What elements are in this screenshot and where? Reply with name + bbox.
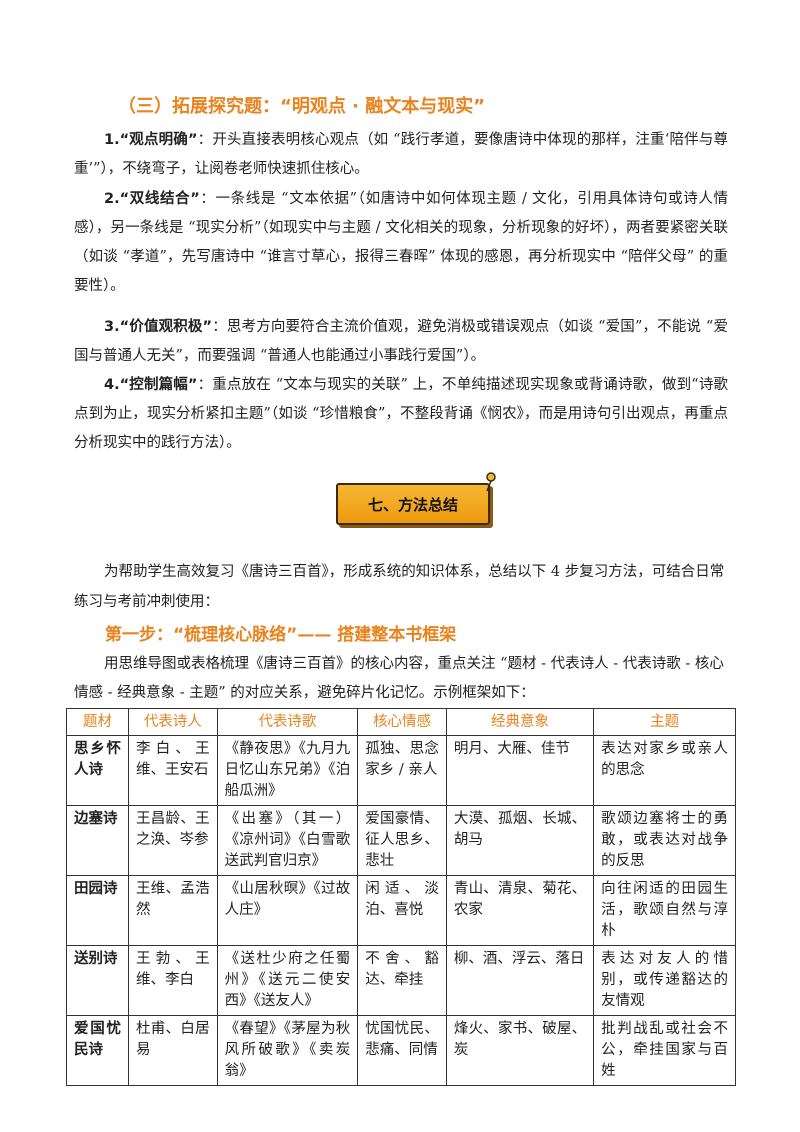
table-cell: 孤独、思念家乡 / 亲人	[357, 735, 447, 806]
point-text: ：开头直接表明核心观点（如 “践行孝道，要像唐诗中体现的那样，注重‘陪伴与尊重’…	[74, 132, 728, 177]
table-cell: 表达对友人的惜别，或传递豁达的友情观	[593, 945, 736, 1016]
table-cell: 王昌龄、王之涣、岑参	[128, 805, 218, 876]
header-cell: 代表诗人	[128, 708, 218, 736]
table-cell: 大漠、孤烟、长城、胡马	[445, 805, 595, 876]
point-3: 3.“价值观积极”：思考方向要符合主流价值观，避免消极或错误观点（如谈 “爱国”…	[74, 313, 728, 371]
header-cell: 代表诗歌	[216, 708, 359, 736]
table-cell: 《送杜少府之任蜀州》《送元二使安西》《送友人》	[216, 945, 359, 1016]
table-row: 边塞诗 王昌龄、王之涣、岑参 《出塞》（其一）《凉州词》《白雪歌送武判官归京》 …	[65, 805, 736, 876]
table-cell: 田园诗	[65, 875, 130, 946]
table-cell: 柳、酒、浮云、落日	[445, 945, 595, 1016]
header-cell: 核心情感	[357, 708, 447, 736]
table-row: 送别诗 王勃、王维、李白 《送杜少府之任蜀州》《送元二使安西》《送友人》 不舍、…	[65, 945, 736, 1016]
framework-table: 题材 代表诗人 代表诗歌 核心情感 经典意象 主题 思乡怀人诗 李白、王维、王安…	[65, 708, 736, 1086]
table-cell: 青山、清泉、菊花、农家	[445, 875, 595, 946]
table-cell: 表达对家乡或亲人的思念	[593, 735, 736, 806]
table-row: 田园诗 王维、孟浩然 《山居秋暝》《过故人庄》 闲适、淡泊、喜悦 青山、清泉、菊…	[65, 875, 736, 946]
table-cell: 王勃、王维、李白	[128, 945, 218, 1016]
table-cell: 《春望》《茅屋为秋风所破歌》《卖炭翁》	[216, 1015, 359, 1086]
header-cell: 经典意象	[445, 708, 595, 736]
table-cell: 边塞诗	[65, 805, 130, 876]
point-text: ：重点放在 “文本与现实的关联” 上，不单纯描述现实现象或背诵诗歌，做到“诗歌点…	[74, 377, 728, 451]
table-cell: 向往闲适的田园生活，歌颂自然与淳朴	[593, 875, 736, 946]
table-cell: 王维、孟浩然	[128, 875, 218, 946]
step-description: 用思维导图或表格梳理《唐诗三百首》的核心内容，重点关注 “题材 - 代表诗人 -…	[74, 656, 724, 701]
table-cell: 闲适、淡泊、喜悦	[357, 875, 447, 946]
header-cell: 主题	[593, 708, 736, 736]
point-lead: 3.“价值观积极”	[104, 319, 213, 335]
point-text: ：一条线是 “文本依据”（如唐诗中如何体现主题 / 文化，引用具体诗句或诗人情感…	[74, 191, 728, 294]
table-cell: 爱国豪情、征人思乡、悲壮	[357, 805, 447, 876]
table-cell: 思乡怀人诗	[65, 735, 130, 806]
point-text: ：思考方向要符合主流价值观，避免消极或错误观点（如谈 “爱国”，不能说 “爱国与…	[74, 319, 728, 364]
table-row: 爱国忧民诗 杜甫、白居易 《春望》《茅屋为秋风所破歌》《卖炭翁》 忧国忧民、悲痛…	[65, 1015, 736, 1086]
table-cell: 《静夜思》《九月九日忆山东兄弟》《泊船瓜洲》	[216, 735, 359, 806]
table-cell: 明月、大雁、佳节	[445, 735, 595, 806]
table-header-row: 题材 代表诗人 代表诗歌 核心情感 经典意象 主题	[65, 708, 736, 736]
table-cell: 烽火、家书、破屋、炭	[445, 1015, 595, 1086]
point-1: 1.“观点明确”：开头直接表明核心观点（如 “践行孝道，要像唐诗中体现的那样，注…	[74, 126, 728, 184]
banner-label: 七、方法总结	[336, 483, 490, 525]
table-cell: 歌颂边塞将士的勇敢，或表达对战争的反思	[593, 805, 736, 876]
point-4: 4.“控制篇幅”：重点放在 “文本与现实的关联” 上，不单纯描述现实现象或背诵诗…	[74, 371, 728, 458]
section-banner: 七、方法总结	[336, 472, 496, 525]
table-cell: 忧国忧民、悲痛、同情	[357, 1015, 447, 1086]
section-heading: （三）拓展探究题：“明观点 · 融文本与现实”	[118, 96, 486, 117]
point-2: 2.“双线结合”：一条线是 “文本依据”（如唐诗中如何体现主题 / 文化，引用具…	[74, 185, 728, 301]
header-cell: 题材	[65, 708, 130, 736]
table-cell: 《出塞》（其一）《凉州词》《白雪歌送武判官归京》	[216, 805, 359, 876]
table-cell: 《山居秋暝》《过故人庄》	[216, 875, 359, 946]
pushpin-icon	[486, 472, 496, 492]
table-cell: 杜甫、白居易	[128, 1015, 218, 1086]
step-heading: 第一步：“梳理核心脉络”—— 搭建整本书框架	[105, 625, 457, 645]
point-lead: 4.“控制篇幅”	[104, 377, 198, 393]
table-cell: 不舍、豁达、牵挂	[357, 945, 447, 1016]
table-cell: 爱国忧民诗	[65, 1015, 130, 1086]
table-cell: 李白、王维、王安石	[128, 735, 218, 806]
table-row: 思乡怀人诗 李白、王维、王安石 《静夜思》《九月九日忆山东兄弟》《泊船瓜洲》 孤…	[65, 735, 736, 806]
point-lead: 2.“双线结合”	[104, 191, 200, 207]
intro-paragraph: 为帮助学生高效复习《唐诗三百首》，形成系统的知识体系，总结以下 4 步复习方法，…	[74, 564, 725, 610]
table-cell: 送别诗	[65, 945, 130, 1016]
table-cell: 批判战乱或社会不公，牵挂国家与百姓	[593, 1015, 736, 1086]
point-lead: 1.“观点明确”	[104, 132, 198, 148]
